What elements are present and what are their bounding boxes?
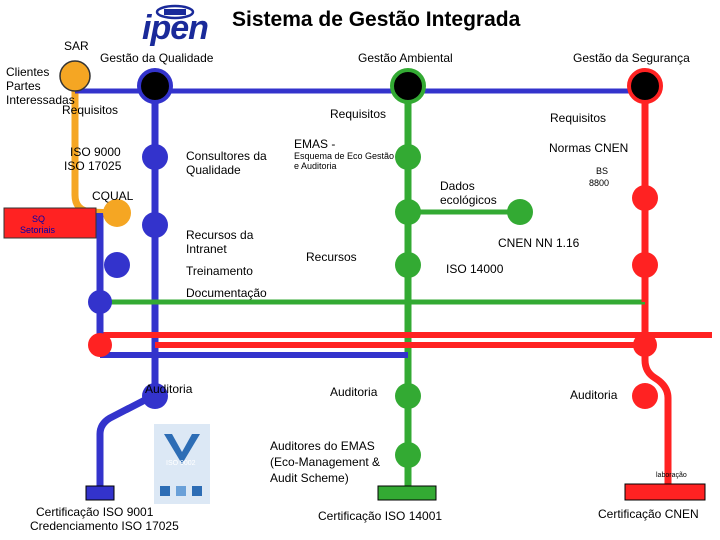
iso-certificate-badge bbox=[154, 424, 210, 504]
seguranca-line bbox=[641, 86, 672, 488]
emas-station bbox=[395, 144, 421, 170]
auditores-label-1: Auditores do EMAS bbox=[270, 439, 375, 453]
dados-label: Dados bbox=[440, 179, 475, 193]
emas-label: EMAS - bbox=[294, 137, 336, 151]
sq-setoriais-box bbox=[3, 207, 97, 239]
credenciamento-label: Credenciamento ISO 17025 bbox=[30, 519, 179, 533]
esquema-label-2: e Auditoria bbox=[294, 161, 337, 171]
qualidade-line-label: Gestão da Qualidade bbox=[100, 51, 214, 65]
sar-station bbox=[59, 60, 91, 92]
esquema-label-1: Esquema de Eco Gestão bbox=[294, 151, 395, 161]
iso17025-label: ISO 17025 bbox=[64, 159, 122, 173]
treinamento-label: Treinamento bbox=[186, 264, 253, 278]
setoriais-label: Setoriais bbox=[20, 225, 56, 235]
auditores-label-3: Audit Scheme) bbox=[270, 471, 349, 485]
cert-9001-label: Certificação ISO 9001 bbox=[36, 505, 154, 519]
auditores-label-2: (Eco-Management & bbox=[270, 455, 381, 469]
ambiental-line-label: Gestão Ambiental bbox=[358, 51, 453, 65]
requisitos-s-label: Requisitos bbox=[550, 111, 607, 125]
documentacao-label: Documentação bbox=[186, 286, 267, 300]
logo-text: ipen bbox=[142, 9, 209, 47]
requisitos-a-label: Requisitos bbox=[330, 107, 387, 121]
documentacao-blue-station bbox=[88, 290, 112, 314]
cqual-label: CQUAL bbox=[92, 189, 134, 203]
red-left-station bbox=[88, 333, 112, 357]
badge-text: ISO 9002 bbox=[166, 460, 196, 467]
seguranca-line-label: Gestão da Segurança bbox=[573, 51, 690, 65]
recursos-green-station bbox=[395, 252, 421, 278]
cert-9001-terminal bbox=[85, 485, 115, 501]
auditoria-a-station bbox=[395, 383, 421, 409]
sar-label: SAR bbox=[64, 39, 89, 53]
partes-label: Partes bbox=[6, 79, 41, 93]
elaboracao-label: laboração bbox=[656, 472, 687, 479]
normas-cnen-label: Normas CNEN bbox=[549, 141, 629, 155]
sq-label: SQ bbox=[32, 214, 46, 224]
red-right-station bbox=[633, 333, 657, 357]
cnen-station bbox=[632, 252, 658, 278]
seguranca-terminal bbox=[627, 68, 663, 104]
recursos-station bbox=[142, 212, 168, 238]
cert-14001-label: Certificação ISO 14001 bbox=[318, 509, 443, 523]
bs-number-label: 8800 bbox=[589, 178, 610, 188]
bs-label: BS bbox=[596, 166, 609, 176]
ecologicos-label: ecológicos bbox=[440, 193, 497, 207]
cert-cnen-terminal bbox=[624, 483, 706, 501]
recursos-intranet-label-2: Intranet bbox=[186, 242, 227, 256]
dados-end-station bbox=[507, 199, 533, 225]
ambiental-terminal bbox=[390, 68, 426, 104]
auditoria-q-station bbox=[142, 383, 168, 409]
treinamento-station bbox=[104, 252, 130, 278]
auditoria-s-station bbox=[632, 383, 658, 409]
iso14000-label: ISO 14000 bbox=[446, 262, 504, 276]
clientes-label: Clientes bbox=[6, 65, 50, 79]
consultores-qualidade-label: Qualidade bbox=[186, 163, 241, 177]
cert-cnen-label: Certificação CNEN bbox=[598, 507, 699, 521]
auditoria-s-label: Auditoria bbox=[570, 388, 618, 402]
auditoria-a-label: Auditoria bbox=[330, 385, 378, 399]
recursos-label: Recursos bbox=[306, 250, 357, 264]
page-title: Sistema de Gestão Integrada bbox=[232, 8, 521, 31]
interessadas-label: Interessadas bbox=[6, 93, 75, 107]
requisitos-q-label: Requisitos bbox=[62, 103, 119, 117]
bs-station bbox=[632, 185, 658, 211]
logo-ellipse-icon bbox=[155, 4, 195, 20]
cert-14001-terminal bbox=[377, 485, 437, 501]
iso9000-label: ISO 9000 bbox=[70, 145, 121, 159]
cnen-nn-label: CNEN NN 1.16 bbox=[498, 236, 580, 250]
qualidade-terminal bbox=[137, 68, 173, 104]
recursos-intranet-label-1: Recursos da bbox=[186, 228, 254, 242]
auditoria-q-label: Auditoria bbox=[145, 382, 193, 396]
iso-station bbox=[142, 144, 168, 170]
consultores-label: Consultores da bbox=[186, 149, 267, 163]
dados-station bbox=[395, 199, 421, 225]
cqual-station bbox=[103, 199, 131, 227]
auditores-station bbox=[395, 442, 421, 468]
ipen-logo: ipen bbox=[132, 2, 218, 46]
